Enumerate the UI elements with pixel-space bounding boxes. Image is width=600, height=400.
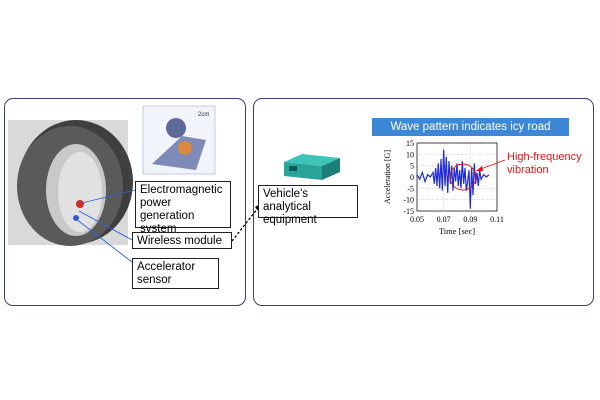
x-tick-label: 0.07 [437,215,451,224]
x-axis-label: Time [sec] [439,226,475,236]
x-tick-label: 0.05 [410,215,424,224]
sensor-dot-blue [73,215,79,221]
leader-power [81,189,136,204]
y-tick-label: -5 [407,184,414,193]
module-cylinder [166,118,186,138]
high-frequency-annotation: High-frequency vibration [507,151,582,176]
x-tick-label: 0.09 [463,215,477,224]
transmission-arrow [231,207,259,242]
module-render: 2cm [142,105,216,175]
y-tick-label: -15 [403,207,414,216]
power-generation-label: Electromagnetic power generation system [135,181,231,235]
tire-image [8,120,133,246]
accelerator-sensor-label: Accelerator sensor [132,258,219,289]
wireless-module-label: Wireless module [132,232,232,249]
y-tick-label: 0 [410,173,414,182]
acceleration-chart: 15 10 5 0 -5 -10 -15 0.05 0.07 0.09 0.11 Accelera… [383,139,506,236]
y-tick-label: -10 [403,196,414,205]
module-body [152,136,206,170]
chart-title-banner: Wave pattern indicates icy road [372,118,569,136]
signal-line [416,149,490,209]
leader-accel [75,218,133,263]
module-coil [178,141,192,155]
y-tick-label: 10 [406,150,414,159]
sensor-dot-red [76,200,84,208]
annotation-pointer-head [476,166,483,171]
vehicle-equipment-label: Vehicle's analytical equipment [258,185,358,226]
scale-bar-label: 2cm [198,112,209,118]
equipment-display [289,166,297,171]
y-axis-label: Acceleration [G] [383,150,392,204]
leader-wireless [78,210,133,241]
equipment-top [284,154,340,166]
highlight-circle [449,163,477,191]
x-tick-label: 0.11 [490,215,504,224]
annotation-pointer [477,159,506,171]
tire-rim [58,152,102,232]
equipment-icon [284,154,340,180]
equipment-side [322,158,340,180]
y-tick-label: 5 [410,162,414,171]
y-tick-label: 15 [406,139,414,148]
